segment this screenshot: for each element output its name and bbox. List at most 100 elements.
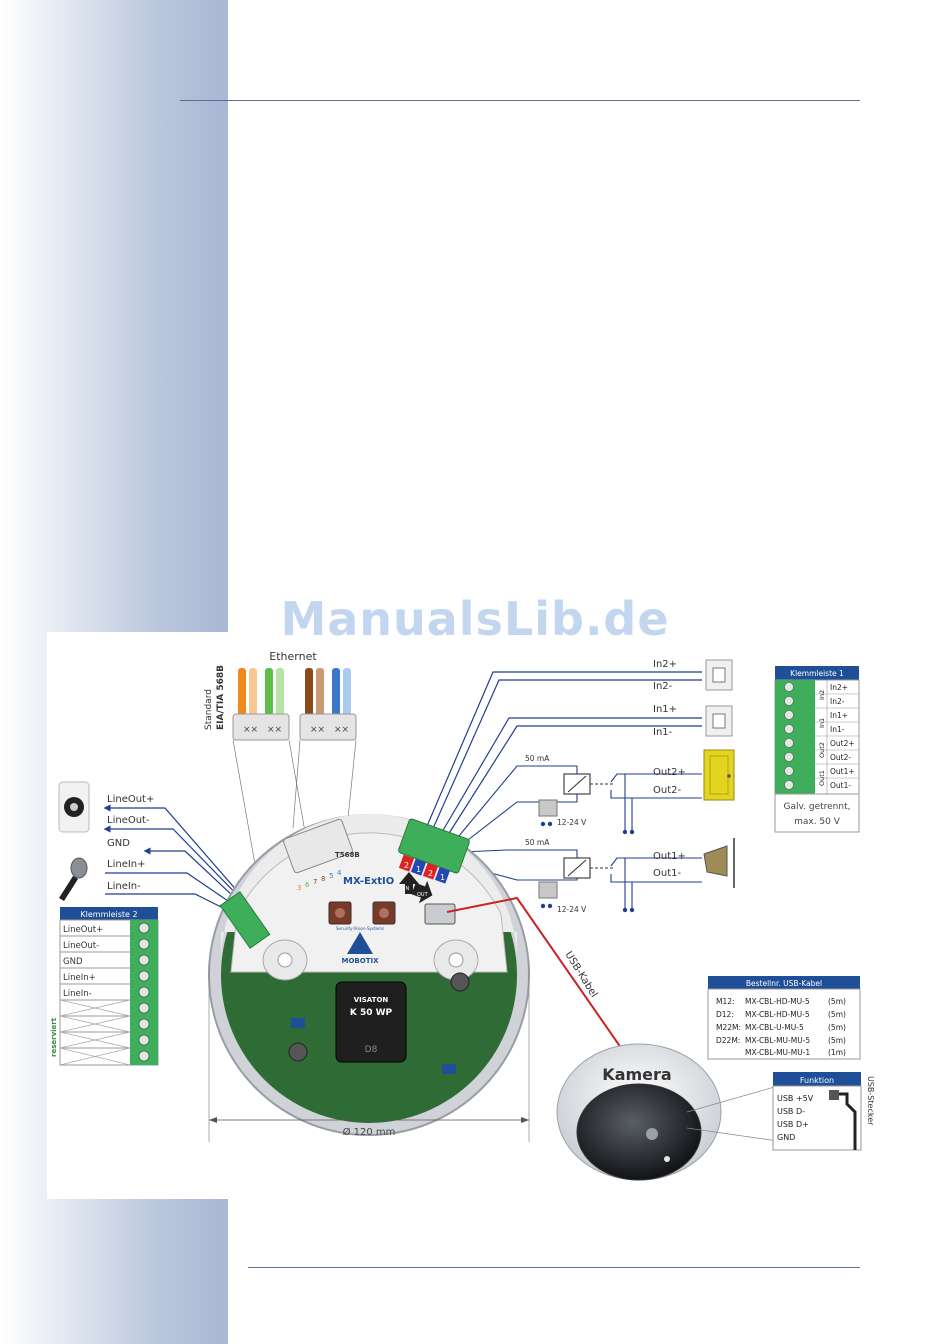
eth-pin-6: 6 — [305, 881, 310, 889]
io-terminal-num-4: 1 — [440, 873, 445, 882]
bestell-model-2: D12: — [716, 1010, 734, 1019]
in1-plus-label: In1+ — [653, 704, 677, 715]
klemmleiste-1-table: Klemmleiste 1 In2 In1 Out2 Out1 In2+ In2… — [774, 666, 860, 833]
bestell-part-4: MX-CBL-MU-MU-5 — [745, 1036, 810, 1045]
diameter-label: Ø 120 mm — [343, 1126, 396, 1138]
klemmleiste-1-title: Klemmleiste 1 — [790, 669, 844, 678]
diameter-dimension — [208, 962, 530, 1142]
bestell-len-5: (1m) — [828, 1048, 846, 1057]
bestell-len-4: (5m) — [828, 1036, 846, 1045]
relay-out2-supply — [538, 799, 635, 835]
bestell-part-1: MX-CBL-HD-MU-5 — [745, 997, 810, 1006]
klemmleiste-1-row-7: Out1+ — [830, 767, 855, 776]
lineout-plus-label: LineOut+ — [107, 794, 154, 805]
ethernet-standard-label: Standard — [204, 689, 214, 730]
klemmleiste-1-group-in1: In1 — [818, 718, 826, 728]
io-terminal-num-3: 2 — [428, 869, 433, 878]
io-direction-arrows: IN OUT — [399, 872, 433, 904]
relay-current-bottom: 50 mA — [525, 838, 550, 847]
microphone-icon — [59, 857, 88, 901]
klemmleiste-2-reserved-label: reserviert — [50, 1017, 58, 1057]
lineout-minus-label: LineOut- — [107, 815, 150, 826]
out2-minus-label: Out2- — [653, 785, 681, 796]
watermark-text: ManualsLib.de — [280, 592, 670, 646]
klemmleiste-1-group-in2: In2 — [818, 690, 826, 700]
klemmleiste-1-group-out1: Out1 — [818, 770, 826, 786]
linein-plus-label: LineIn+ — [107, 859, 146, 870]
camera-dome-icon — [556, 1043, 722, 1181]
bestell-part-3: MX-CBL-U-MU-5 — [745, 1023, 804, 1032]
io-terminal-numbers: 2 1 2 1 — [398, 854, 451, 884]
arrow-in-label: IN — [404, 886, 409, 892]
bestell-len-1: (5m) — [828, 997, 846, 1006]
klemmleiste-2-row-3: GND — [63, 957, 83, 967]
wiring-diagram-figure: Ethernet Standard EIA/TIA 568B ⨯⨯ ⨯⨯ ⨯⨯ … — [47, 632, 875, 1199]
ethernet-title: Ethernet — [269, 650, 317, 663]
funktion-row-4: GND — [777, 1133, 795, 1142]
in2-plus-label: In2+ — [653, 659, 677, 670]
bestell-model-4: D22M: — [716, 1036, 740, 1045]
input-wires — [416, 671, 702, 849]
klemmleiste-2-table: Klemmleiste 2 LineOut+ LineOut- GND Line… — [50, 907, 159, 1066]
usb-plug-side-label: USB-Stecker — [866, 1076, 875, 1126]
klemmleiste-2-row-2: LineOut- — [63, 941, 99, 951]
io-terminal-num-1: 2 — [404, 861, 409, 870]
bestell-model-1: M12: — [716, 997, 735, 1006]
speaker-jack-icon — [58, 781, 90, 833]
bestell-model-3: M22M: — [716, 1023, 741, 1032]
door-icon — [703, 749, 735, 801]
footer-rule — [248, 1267, 860, 1268]
in1-push-button-icon — [705, 705, 733, 737]
relay-out1-supply — [538, 881, 635, 913]
mx-extio-module: 2 1 2 1 IN OUT 3 6 7 8 5 4 T568B MX-ExtI… — [208, 814, 530, 1136]
relay-out1-wires — [460, 849, 702, 910]
klemmleiste-1-row-3: In1+ — [830, 711, 848, 720]
bestell-part-5: MX-CBL-MU-MU-1 — [745, 1048, 810, 1057]
eth-pin-4: 4 — [337, 869, 342, 877]
usb-cable-order-table: Bestellnr. USB-Kabel M12: MX-CBL-HD-MU-5… — [707, 976, 861, 1060]
out1-minus-label: Out1- — [653, 868, 681, 879]
wiring-diagram: Ethernet Standard EIA/TIA 568B ⨯⨯ ⨯⨯ ⨯⨯ … — [50, 650, 875, 1181]
svg-text:⨯⨯: ⨯⨯ — [310, 725, 325, 735]
svg-text:⨯⨯: ⨯⨯ — [243, 725, 258, 735]
klemmleiste-2-row-5: LineIn- — [63, 989, 92, 999]
svg-text:⨯⨯: ⨯⨯ — [334, 725, 349, 735]
klemmleiste-1-row-5: Out2+ — [830, 739, 855, 748]
bestell-part-2: MX-CBL-HD-MU-5 — [745, 1010, 810, 1019]
klemmleiste-1-row-1: In2+ — [830, 683, 848, 692]
lamp-icon — [703, 838, 735, 888]
ethernet-wires-left: ⨯⨯ ⨯⨯ — [232, 668, 290, 741]
eth-pin-8: 8 — [321, 875, 325, 883]
arrow-out-label: OUT — [417, 892, 429, 898]
gnd-label: GND — [107, 838, 130, 849]
bestell-len-3: (5m) — [828, 1023, 846, 1032]
klemmleiste-1-group-out2: Out2 — [818, 742, 826, 758]
usb-cable-label: USB-Kabel — [562, 950, 599, 1000]
klemmleiste-1-row-6: Out2- — [830, 753, 851, 762]
linein-minus-label: LineIn- — [107, 881, 141, 892]
in2-push-button-icon — [705, 659, 733, 691]
klemmleiste-1-row-2: In2- — [830, 697, 845, 706]
board-t568b-label: T568B — [335, 851, 360, 859]
brand-name: MOBOTIX — [342, 957, 380, 965]
brand-tagline: Security-Vision-Systems — [336, 926, 384, 931]
klemmleiste-2-title: Klemmleiste 2 — [80, 910, 137, 919]
ethernet-standard-name: EIA/TIA 568B — [216, 665, 226, 730]
klemmleiste-2-row-4: LineIn+ — [63, 973, 96, 983]
funktion-row-2: USB D- — [777, 1107, 805, 1116]
camera-label: Kamera — [602, 1065, 671, 1084]
eth-pin-7: 7 — [313, 878, 317, 886]
in1-minus-label: In1- — [653, 727, 673, 738]
relay-voltage-top: 12-24 V — [557, 818, 587, 827]
funktion-row-3: USB D+ — [777, 1120, 809, 1129]
io-terminal-num-2: 1 — [416, 865, 421, 874]
klemmleiste-2-row-1: LineOut+ — [63, 925, 103, 935]
header-rule — [180, 100, 860, 101]
klemmleiste-1-note-line1: Galv. getrennt, — [784, 802, 851, 812]
ethernet-pin-numbers: 3 6 7 8 5 4 — [297, 869, 342, 892]
usb-function-table: Funktion USB +5V USB D- USB D+ GND — [772, 1072, 862, 1151]
eth-pin-3: 3 — [297, 884, 301, 892]
in2-minus-label: In2- — [653, 681, 673, 692]
funktion-title: Funktion — [800, 1076, 834, 1085]
speaker-code: D8 — [365, 1045, 378, 1055]
